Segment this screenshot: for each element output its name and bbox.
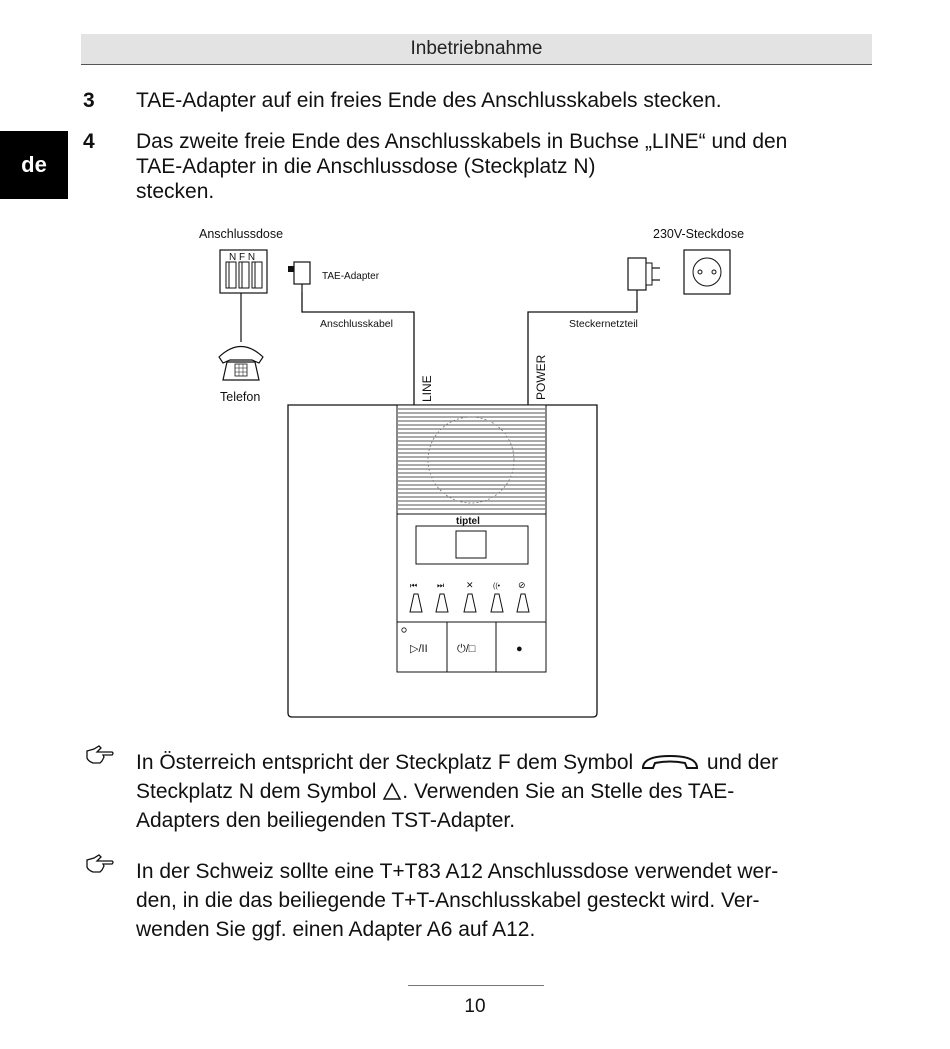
tae-adapter-icon	[288, 261, 311, 292]
function-key	[490, 593, 504, 613]
note-text: wenden Sie ggf. einen Adapter A6 auf A12…	[136, 918, 536, 941]
function-key	[463, 593, 477, 613]
nfn-label: N F N	[229, 252, 255, 263]
page-number: 10	[464, 996, 486, 1017]
note-text: In Österreich entspricht der Steckplatz …	[136, 751, 634, 774]
wall-socket-icon	[219, 249, 268, 294]
footer-rule	[408, 985, 544, 986]
pointing-hand-icon	[86, 745, 114, 764]
pointing-hand-icon	[86, 854, 114, 873]
step-text-line: stecken.	[136, 180, 215, 203]
steckernetzteil-label: Steckernetzteil	[569, 318, 638, 330]
handset-symbol-icon	[642, 755, 699, 770]
note-text: In der Schweiz sollte eine T+T83 A12 Ans…	[136, 860, 779, 883]
step-text: Das zweite freie Ende des Anschlusskabel…	[136, 129, 896, 204]
function-key	[516, 593, 530, 613]
note-text: Steckplatz N dem Symbol	[136, 780, 377, 803]
skip-back-icon: ⏮	[410, 581, 417, 590]
note-text: den, in die das beiliegende T+T-Anschlus…	[136, 889, 760, 912]
note-text: und der	[706, 751, 779, 774]
power-label: POWER	[534, 354, 548, 400]
brand-logo: tiptel	[456, 516, 480, 527]
speaker-grille	[398, 408, 545, 510]
steckdose-label: 230V-Steckdose	[653, 227, 744, 241]
step-text: TAE-Adapter auf ein freies Ende des Ansc…	[136, 89, 722, 112]
line-label: LINE	[420, 375, 434, 402]
language-tab: de	[0, 131, 68, 199]
note-text: . Verwenden Sie an Stelle des TAE-	[402, 780, 735, 803]
triangle-symbol-icon	[383, 782, 402, 801]
telephone-icon	[218, 345, 264, 381]
anschlusskabel-label: Anschlusskabel	[320, 318, 393, 330]
function-key	[435, 593, 449, 613]
step-text-line: TAE-Adapter in die Anschlussdose (Steckp…	[136, 155, 596, 178]
power-stop-button: ⏻/□	[457, 643, 476, 655]
answering-machine-device: tiptel ⏮ ⏭ ✕ ((• ⊘ ▷/II ⏻/□ ●	[287, 404, 598, 718]
page-header: Inbetriebnahme	[81, 34, 872, 65]
skip-forward-icon: ⏭	[437, 581, 444, 590]
clock-icon: ⊘	[518, 580, 526, 590]
power-outlet-icon	[683, 249, 731, 295]
delete-icon: ✕	[466, 580, 474, 590]
key-buttons	[409, 593, 530, 613]
call-icon: ((•	[493, 583, 501, 590]
function-key	[409, 593, 423, 613]
step-number: 3	[83, 89, 95, 112]
anschlussdose-label: Anschlussdose	[199, 227, 283, 241]
record-button: ●	[516, 643, 523, 655]
note-text: Adapters den beiliegenden TST-Adapter.	[136, 809, 516, 832]
step-number: 4	[83, 130, 95, 153]
power-supply-icon	[627, 257, 660, 300]
telefon-label: Telefon	[220, 390, 260, 404]
play-pause-button: ▷/II	[410, 643, 428, 655]
step-text-line: Das zweite freie Ende des Anschlusskabel…	[136, 130, 788, 153]
tae-adapter-label: TAE-Adapter	[322, 271, 380, 282]
